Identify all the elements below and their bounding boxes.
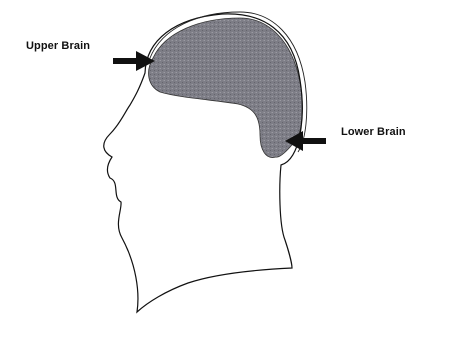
lower-brain-label: Lower Brain [341,126,406,138]
upper-brain-label: Upper Brain [26,40,90,52]
brain-region [149,18,303,158]
